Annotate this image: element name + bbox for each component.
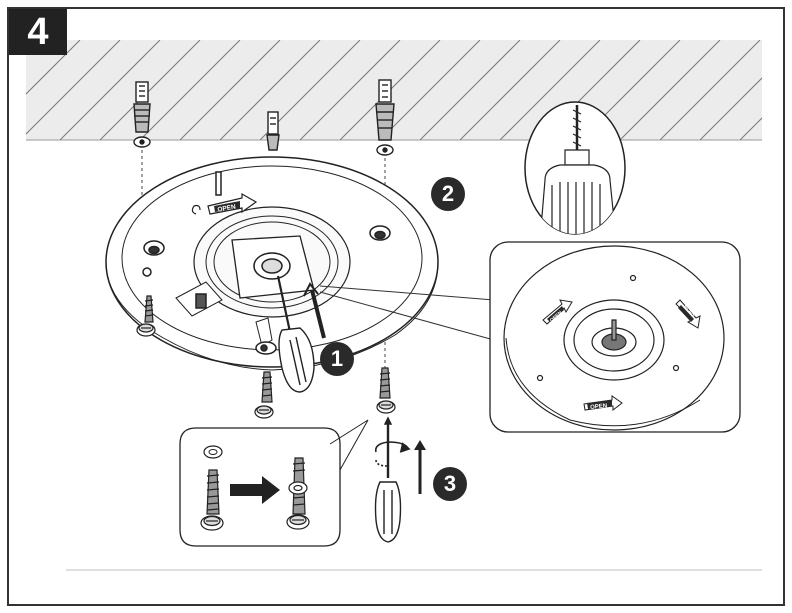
callout-1: 1 (320, 342, 354, 376)
magnifier-top (524, 101, 626, 235)
detail-panel: OPEN OPEN OPEN (489, 241, 741, 433)
push-arrow-step3 (414, 440, 426, 494)
open-arrow-detail-bottom-label: OPEN (590, 403, 608, 411)
screwdriver-step3 (374, 416, 402, 543)
wall-anchor-right (375, 79, 395, 156)
wall-anchor-left (133, 81, 151, 148)
detail-callout-lines (319, 285, 495, 341)
arrow-right-icon (230, 476, 280, 504)
push-arrow-step1 (303, 282, 326, 339)
page-frame (7, 7, 785, 606)
step-number-badge: 4 (9, 9, 67, 55)
callout-2: 2 (431, 177, 465, 211)
wall-anchor-middle (266, 111, 280, 151)
open-arrow-detail-bottom: OPEN (583, 395, 623, 412)
screw-left (136, 295, 156, 337)
screwdriver-step1 (276, 275, 315, 393)
rotate-arrow-step3 (374, 441, 411, 467)
screw-bottom-left (254, 371, 274, 419)
open-arrow-main-label: OPEN (217, 203, 237, 213)
screw-bottom-right (376, 367, 396, 414)
washer-detail-box (179, 419, 369, 547)
callout-3: 3 (433, 467, 467, 501)
open-arrow-main: OPEN (207, 192, 258, 215)
ceiling-hatch (26, 40, 762, 141)
mounting-base-plate (105, 156, 439, 371)
